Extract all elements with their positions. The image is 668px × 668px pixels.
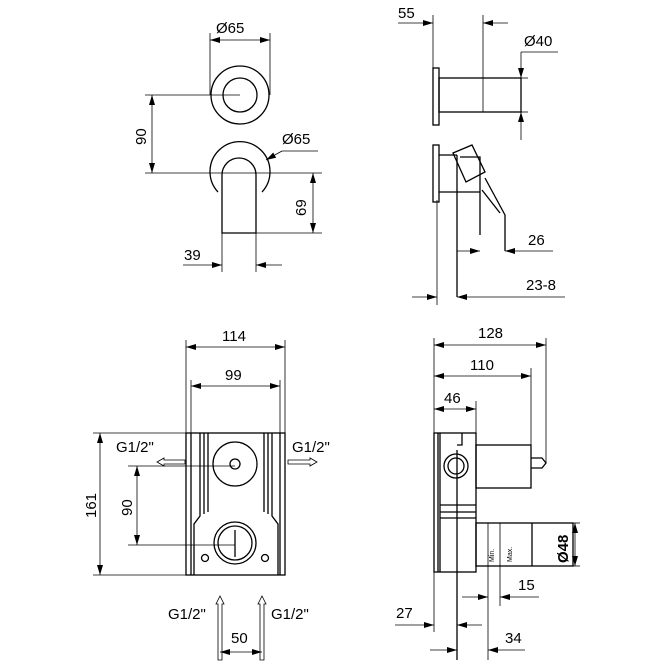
dim-handle-diameter: Ø65 [282, 131, 310, 148]
dim-handle-width: 39 [184, 247, 201, 264]
outlet-left-arrow [156, 457, 186, 467]
valve-top [212, 441, 258, 487]
dim-valve-distance: 90 [119, 499, 136, 516]
dim-wall-gap: 23-8 [526, 277, 556, 294]
dim-rosette-diameter: Ø65 [216, 20, 244, 37]
valve-head [475, 444, 532, 489]
front-top-view: Ø65 90 69 39 Ø65 [133, 20, 322, 272]
max-label: Max. [507, 547, 514, 562]
inlet-right-label: G1/2" [271, 606, 309, 623]
inlet-left-label: G1/2" [168, 606, 206, 623]
dim-pipe-diameter: Ø48 [555, 535, 572, 563]
handle-rosette [209, 141, 271, 193]
dim-depth-total: 128 [478, 325, 503, 342]
dim-knob-diameter: Ø40 [524, 33, 552, 50]
dim-box-width-outer: 114 [222, 328, 246, 345]
mounting-plate [193, 433, 279, 575]
dim-box-height: 161 [83, 493, 100, 518]
box-frame [185, 432, 286, 576]
rosette-flange [432, 67, 440, 126]
min-label: Min. [489, 549, 496, 562]
dim-depth-box: 46 [444, 390, 461, 407]
dim-adjust-range: 15 [518, 577, 535, 594]
valve-bottom [213, 521, 257, 565]
inlet-right-arrow [257, 595, 267, 661]
dim-offset-27: 27 [396, 605, 413, 622]
dim-depth-body: 110 [470, 357, 494, 374]
dim-center-distance: 90 [133, 128, 150, 145]
valve-stem [531, 457, 547, 469]
box-side [433, 432, 477, 573]
handle-flange [432, 144, 440, 203]
side-top-view: 55 Ø40 26 23-8 [398, 5, 565, 305]
dim-lever-offset: 26 [528, 232, 545, 249]
dim-handle-height: 69 [293, 199, 310, 216]
outlet-right-label: G1/2" [292, 439, 330, 456]
dim-offset-34: 34 [505, 630, 522, 647]
lever-profile [460, 156, 506, 251]
outlet-right-arrow [287, 457, 318, 467]
inlet-left-arrow [215, 595, 225, 661]
knob-body [438, 77, 522, 113]
dim-inlet-spacing: 50 [231, 630, 248, 647]
outlet-left-label: G1/2" [116, 439, 154, 456]
dim-projection: 55 [398, 5, 415, 22]
valve-ring [443, 453, 469, 479]
lever-top [452, 144, 486, 183]
dim-box-width-inner: 99 [225, 367, 242, 384]
handle-body [221, 157, 257, 234]
front-box-view: 114 99 161 90 G1/2" G1/2" G1/2" G1/2" 50 [83, 328, 330, 661]
side-box-view: 128 110 46 Min. Max. Ø48 15 27 34 [395, 325, 580, 660]
